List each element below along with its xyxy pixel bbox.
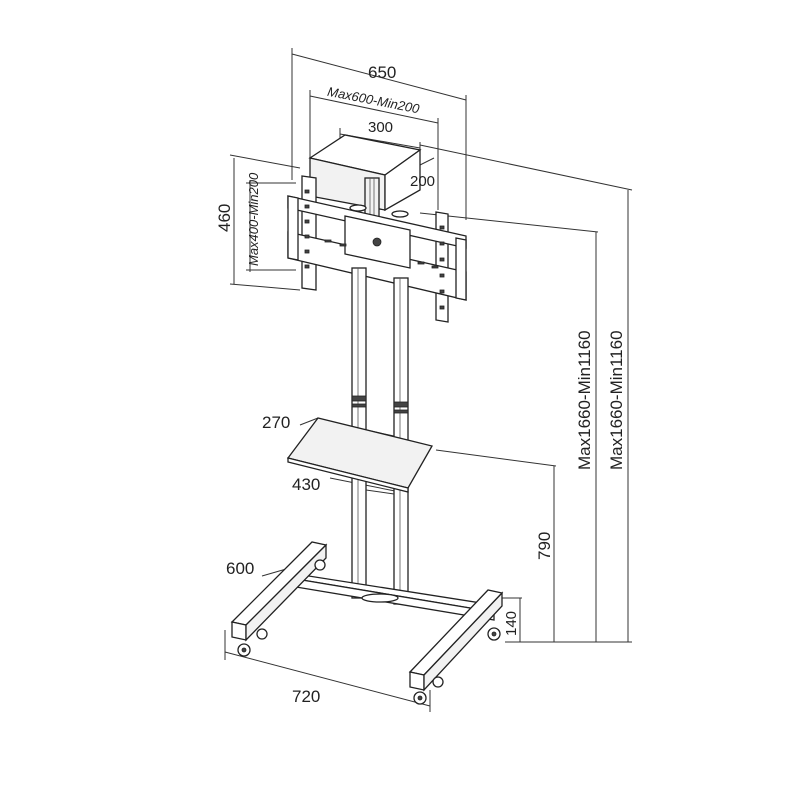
label-box-depth: 200 [410,173,435,190]
label-base-depth: 600 [226,559,254,578]
label-box-width: 300 [368,119,393,136]
base [230,541,504,705]
label-shelf-width: 430 [292,475,320,494]
shelf [286,417,433,493]
label-shelf-depth: 270 [262,413,290,432]
label-mount-range-width: Max600-Min200 [326,84,421,117]
vesa-bracket [287,175,467,323]
label-base-height: 140 [503,611,520,636]
dimension-lines [224,48,633,712]
label-overall-width: 650 [368,63,396,82]
caster-wheels [237,559,501,705]
label-center-height-range: Max1660-Min1160 [575,330,594,470]
label-base-width: 720 [292,687,320,706]
bracket-slots [304,189,445,310]
label-top-height-range: Max1660-Min1160 [607,330,626,470]
label-mount-range-height: Max400-Min200 [246,172,261,266]
label-bracket-height: 460 [215,204,234,232]
top-box [308,134,422,219]
label-shelf-height: 790 [535,532,554,560]
